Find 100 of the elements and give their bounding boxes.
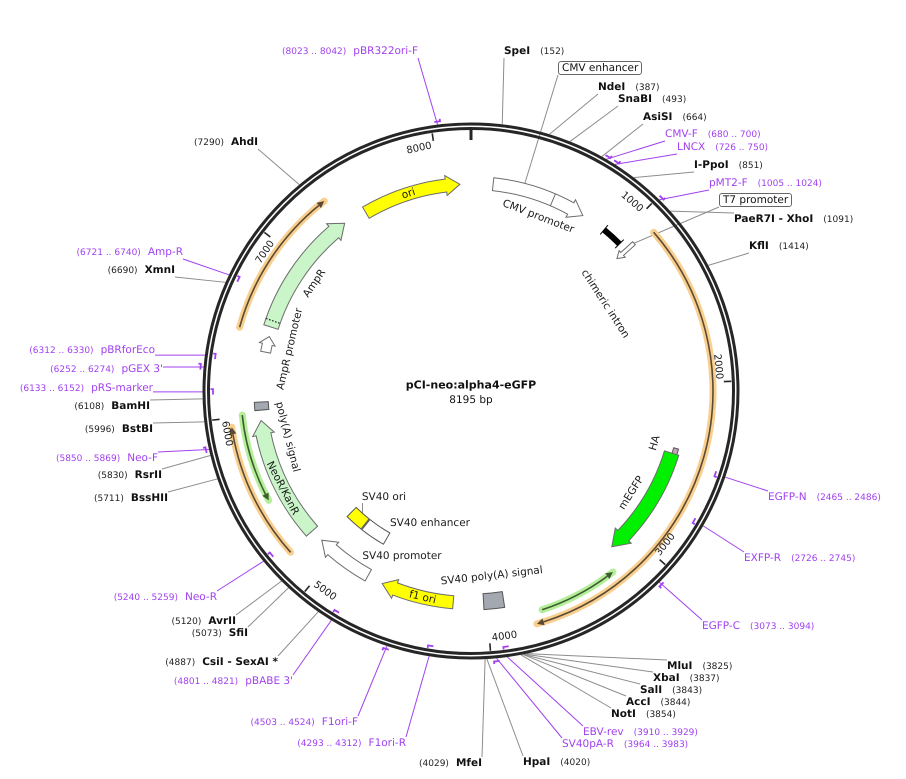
cut-position: (7290) xyxy=(194,137,224,149)
primer-name: EGFP-N xyxy=(768,491,807,503)
cut-position: (6690) xyxy=(108,265,138,277)
leader-line xyxy=(570,106,618,142)
leader-line xyxy=(236,580,282,616)
cut-position: (3837) xyxy=(690,673,720,685)
enzyme-name: AsiSI xyxy=(643,111,672,123)
cut-position: (6108) xyxy=(74,401,104,413)
cut-position: (5711) xyxy=(94,493,124,505)
enzyme-name: NdeI xyxy=(598,81,626,93)
leader-line xyxy=(659,190,710,200)
leader-line xyxy=(174,276,226,283)
feature-label: SV40 promoter xyxy=(362,550,442,562)
cut-position: (5830) xyxy=(98,470,128,482)
primer-name: LNCX xyxy=(677,141,706,153)
primer-range: (8023 .. 8042) xyxy=(282,46,346,58)
primer-name: pRS-marker xyxy=(91,382,153,394)
primer-name: EXFP-R xyxy=(744,552,782,564)
leader-line xyxy=(522,654,626,696)
primer-range: (5240 .. 5259) xyxy=(114,592,178,604)
primer-range: (680 .. 700) xyxy=(708,129,761,141)
cut-position: (4029) xyxy=(419,758,449,770)
scale-label: 6000 xyxy=(219,420,234,448)
scale-label: 8000 xyxy=(406,140,433,156)
leader-line xyxy=(724,476,768,492)
leader-line xyxy=(158,448,210,452)
enzyme-name: RsrII xyxy=(134,469,162,481)
enzyme-name: PaeR7I - XhoI xyxy=(734,213,814,225)
feature-label: f1 ori xyxy=(408,588,438,606)
enzyme-name: XbaI xyxy=(653,672,680,684)
cut-position: (851) xyxy=(738,160,763,172)
leader-line xyxy=(633,206,720,244)
leader-line xyxy=(248,587,289,628)
primer-name: pBRforEco xyxy=(100,344,155,356)
leader-line xyxy=(406,656,430,738)
leader-line xyxy=(162,454,211,470)
cut-position: (5120) xyxy=(171,616,202,628)
leader-line xyxy=(482,658,486,758)
primer-name: EGFP-C xyxy=(702,620,740,632)
enzyme-name: SalI xyxy=(640,684,662,696)
cut-position: (664) xyxy=(682,112,707,124)
enzyme-name: BssHII xyxy=(130,492,168,504)
scale-label: 2000 xyxy=(711,353,725,380)
cut-position: (3854) xyxy=(646,709,676,721)
leader-line xyxy=(152,421,205,424)
primer-range: (4293 .. 4312) xyxy=(297,738,362,750)
enzyme-name: MfeI xyxy=(456,757,482,769)
primer-range: (6721 .. 6740) xyxy=(76,247,141,259)
cut-position: (3843) xyxy=(672,685,702,697)
primer-name: pMT2-F xyxy=(709,177,748,189)
feature-callout: T7 promoter xyxy=(719,193,792,207)
enzyme-name: HpaI xyxy=(523,756,550,768)
leader-line xyxy=(708,252,750,266)
enzyme-name: I-PpoI xyxy=(694,159,729,171)
cut-position: (1414) xyxy=(778,241,809,253)
primer-range: (6252 .. 6274) xyxy=(50,364,114,376)
primer-range: (726 .. 750) xyxy=(715,142,768,154)
primer-name: F1ori-F xyxy=(322,716,358,728)
leader-line xyxy=(152,391,203,392)
primer-range: (4801 .. 4821) xyxy=(174,676,238,688)
cut-position: (1091) xyxy=(823,214,854,226)
leader-line xyxy=(606,140,666,160)
enzyme-name: AhdI xyxy=(230,136,258,148)
enzyme-name: SpeI xyxy=(504,45,530,57)
enzyme-name: AccI xyxy=(626,696,650,708)
enzyme-name: MluI xyxy=(667,660,692,672)
cut-position: (4020) xyxy=(560,757,590,769)
enzyme-name: CsiI - SexAI * xyxy=(202,656,278,668)
leader-line xyxy=(522,654,640,684)
plasmid-name: pCI-neo:alpha4-eGFP xyxy=(406,378,536,392)
enzyme-name: XmnI xyxy=(144,264,175,276)
cut-position: (5996) xyxy=(84,424,115,436)
enzyme-name: SnaBI xyxy=(618,93,652,105)
enzyme-name: KflI xyxy=(749,240,769,252)
primer-name: Neo-F xyxy=(127,452,158,464)
feature-callout: CMV enhancer xyxy=(558,61,642,75)
primer-range: (4503 .. 4524) xyxy=(250,717,315,729)
leader-line xyxy=(278,611,319,656)
leader-line xyxy=(502,58,504,125)
leader-line xyxy=(154,354,206,356)
primer-name: CMV-F xyxy=(665,128,698,140)
leader-line xyxy=(658,582,702,620)
leader-line xyxy=(520,654,612,708)
primer-name: pBABE 3' xyxy=(245,675,293,687)
leader-line xyxy=(549,94,598,135)
enzyme-name: AvrII xyxy=(208,615,236,627)
primer-range: (6312 .. 6330) xyxy=(29,345,94,357)
primer-range: (6133 .. 6152) xyxy=(20,383,84,395)
cut-position: (3825) xyxy=(702,661,732,673)
leader-line xyxy=(362,502,363,514)
enzyme-name: SfiI xyxy=(228,627,248,639)
primer-name: pBR322ori-F xyxy=(353,45,418,57)
primer-range: (3964 .. 3983) xyxy=(624,739,688,751)
leader-line xyxy=(496,658,562,738)
enzyme-name: NotI xyxy=(611,708,636,720)
primer-name: Neo-R xyxy=(184,591,217,603)
leader-line xyxy=(292,620,332,676)
leader-line xyxy=(168,478,218,492)
scale-label: 4000 xyxy=(491,630,518,644)
leader-line xyxy=(486,658,524,756)
